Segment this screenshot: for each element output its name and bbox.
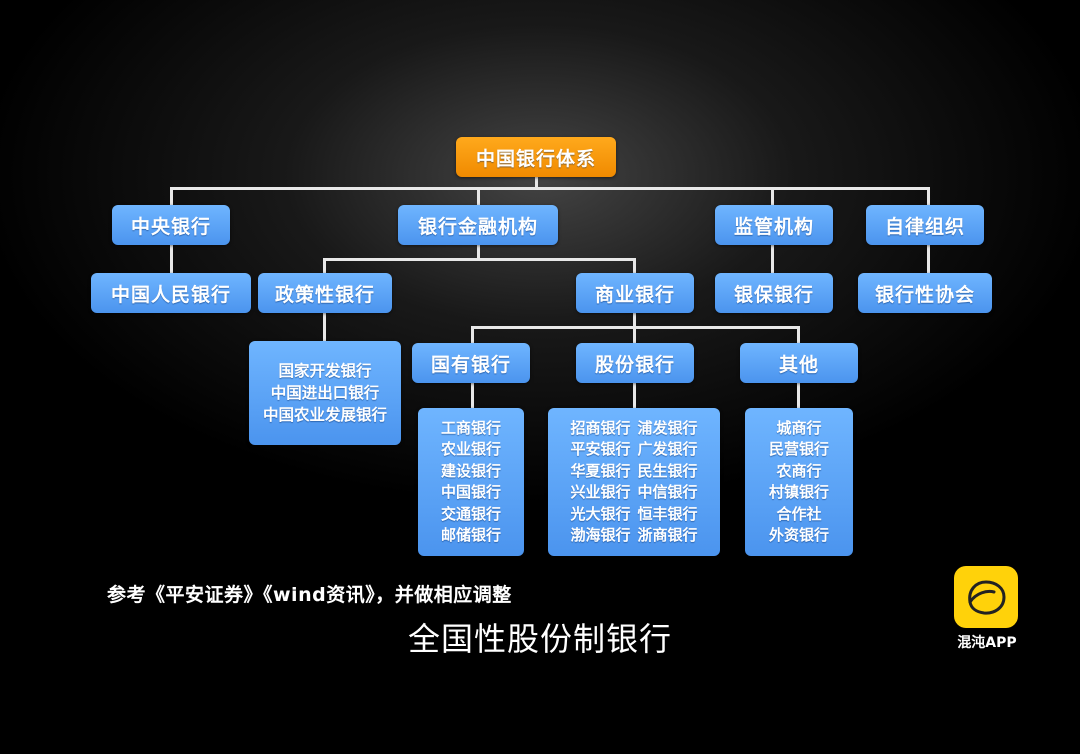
list-row: 平安银行 广发银行	[570, 439, 697, 461]
list-item: 合作社	[776, 504, 822, 523]
central-bank-node: 中央银行	[112, 205, 230, 245]
list-item: 浦发银行	[637, 418, 698, 437]
connector-commercial-down	[633, 313, 636, 328]
source-note: 参考《平安证券》《wind资讯》，并做相应调整	[107, 584, 512, 606]
list-item: 平安银行	[570, 440, 631, 458]
list-item: 交通银行	[440, 504, 501, 523]
list-item: 招商银行	[570, 418, 631, 437]
list-item: 村镇银行	[768, 483, 829, 501]
list-item: 中国银行	[440, 483, 501, 501]
root-node: 中国银行体系	[456, 137, 616, 177]
list-item: 邮储银行	[440, 526, 501, 544]
policy-bank-list: 国家开发银行 中国进出口银行 中国农业发展银行	[249, 341, 401, 445]
connector-commercial	[633, 258, 636, 273]
list-item: 恒丰银行	[637, 504, 698, 523]
list-item: 广发银行	[637, 440, 698, 458]
connector-root-down	[535, 176, 538, 190]
list-item: 农商行	[776, 461, 822, 480]
list-item: 工商银行	[440, 418, 501, 437]
list-item: 民营银行	[768, 440, 829, 458]
list-item: 外资银行	[768, 526, 829, 544]
joint-stock-node: 股份银行	[576, 343, 694, 383]
list-item: 光大银行	[570, 504, 631, 523]
connector-others-child	[797, 383, 800, 409]
connector-state-owned-child	[471, 383, 474, 409]
connector-financial-down	[477, 245, 480, 260]
list-item: 农业银行	[440, 440, 501, 458]
list-row: 招商银行 浦发银行	[570, 418, 697, 440]
connector-policy	[323, 258, 326, 273]
connector-joint-stock	[633, 326, 636, 343]
list-item: 中国进出口银行	[270, 384, 380, 402]
joint-stock-list: 招商银行 浦发银行 平安银行 广发银行 华夏银行 民生银行 兴业银行 中信银行 …	[548, 408, 720, 556]
central-bank-child-node: 中国人民银行	[91, 273, 251, 313]
list-item: 建设银行	[440, 461, 501, 480]
list-row: 光大银行 恒丰银行	[570, 504, 697, 526]
list-item: 国家开发银行	[278, 362, 372, 380]
list-row: 兴业银行 中信银行	[570, 482, 697, 504]
app-logo-label: 混沌APP	[957, 635, 1017, 651]
regulator-node: 监管机构	[715, 205, 833, 245]
state-owned-list: 工商银行 农业银行 建设银行 中国银行 交通银行 邮储银行	[418, 408, 524, 556]
chaos-logo-icon	[968, 580, 1006, 615]
self-regulatory-child-node: 银行性协会	[858, 273, 992, 313]
list-item: 浙商银行	[637, 526, 698, 544]
connector-policy-child	[323, 313, 326, 341]
connector-joint-stock-child	[633, 383, 636, 409]
connector-state-owned	[471, 326, 474, 343]
state-owned-node: 国有银行	[412, 343, 530, 383]
self-regulatory-node: 自律组织	[866, 205, 984, 245]
list-row: 华夏银行 民生银行	[570, 461, 697, 483]
connector-central-child	[170, 245, 173, 273]
financial-institutions-node: 银行金融机构	[398, 205, 558, 245]
connector-self-reg-child	[927, 245, 930, 273]
policy-bank-node: 政策性银行	[258, 273, 392, 313]
list-item: 中国农业发展银行	[262, 406, 387, 424]
list-item: 渤海银行	[570, 526, 631, 544]
list-item: 中信银行	[637, 483, 698, 501]
connector-central	[170, 187, 173, 206]
list-item: 兴业银行	[570, 483, 631, 501]
app-logo	[954, 566, 1018, 628]
connector-financial	[477, 187, 480, 206]
video-subtitle: 全国性股份制银行	[407, 620, 672, 658]
list-item: 民生银行	[637, 461, 698, 480]
others-node: 其他	[740, 343, 858, 383]
others-list: 城商行 民营银行 农商行 村镇银行 合作社 外资银行	[745, 408, 853, 556]
commercial-bank-node: 商业银行	[576, 273, 694, 313]
list-item: 华夏银行	[570, 461, 631, 480]
connector-others	[797, 326, 800, 343]
regulator-child-node: 银保银行	[715, 273, 833, 313]
connector-level1-bar	[170, 187, 930, 190]
list-item: 城商行	[776, 418, 822, 437]
connector-regulator	[771, 187, 774, 206]
connector-financial-bar	[323, 258, 636, 261]
connector-regulator-child	[771, 245, 774, 273]
connector-self-reg	[927, 187, 930, 206]
list-row: 渤海银行 浙商银行	[570, 525, 697, 547]
